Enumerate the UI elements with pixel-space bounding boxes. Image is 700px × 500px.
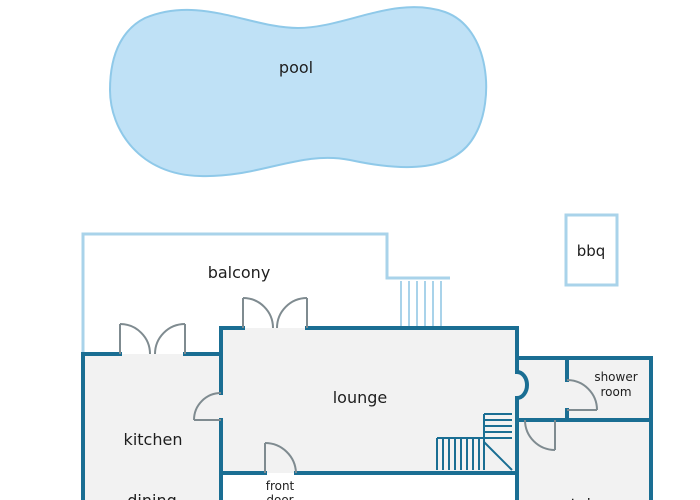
balcony-outline: [81, 232, 450, 354]
dining-label: dining: [127, 491, 176, 500]
kitchen-floor: [83, 354, 221, 500]
front-door-label-line1: front: [266, 479, 295, 493]
exterior-steps: [400, 281, 442, 327]
front-door[interactable]: [264, 442, 297, 474]
bbq-label: bbq: [577, 242, 606, 260]
bbq-box: [564, 213, 619, 287]
interior-stairs: [436, 413, 513, 471]
kitchen-label: kitchen: [124, 430, 183, 449]
kitchen-french-door[interactable]: [119, 323, 186, 355]
stairs-door[interactable]: [524, 419, 556, 451]
kitchen-lounge-door[interactable]: [193, 392, 222, 421]
lounge-french-door[interactable]: [242, 297, 308, 329]
pool-shape: [108, 6, 488, 178]
stairs-label: stairs: [562, 495, 606, 500]
pool-label: pool: [279, 58, 313, 77]
shower-room-door[interactable]: [566, 379, 598, 411]
front-door-label-line2: door: [266, 493, 293, 500]
shower-room-label-line1: shower: [594, 370, 637, 384]
hall-floor: [221, 473, 517, 500]
wall-niche: [516, 370, 529, 400]
balcony-label: balcony: [208, 263, 271, 282]
shower-room-label-line2: room: [600, 385, 631, 399]
walls: [81, 326, 653, 500]
lounge-label: lounge: [333, 388, 388, 407]
stairs-floor: [517, 358, 651, 500]
